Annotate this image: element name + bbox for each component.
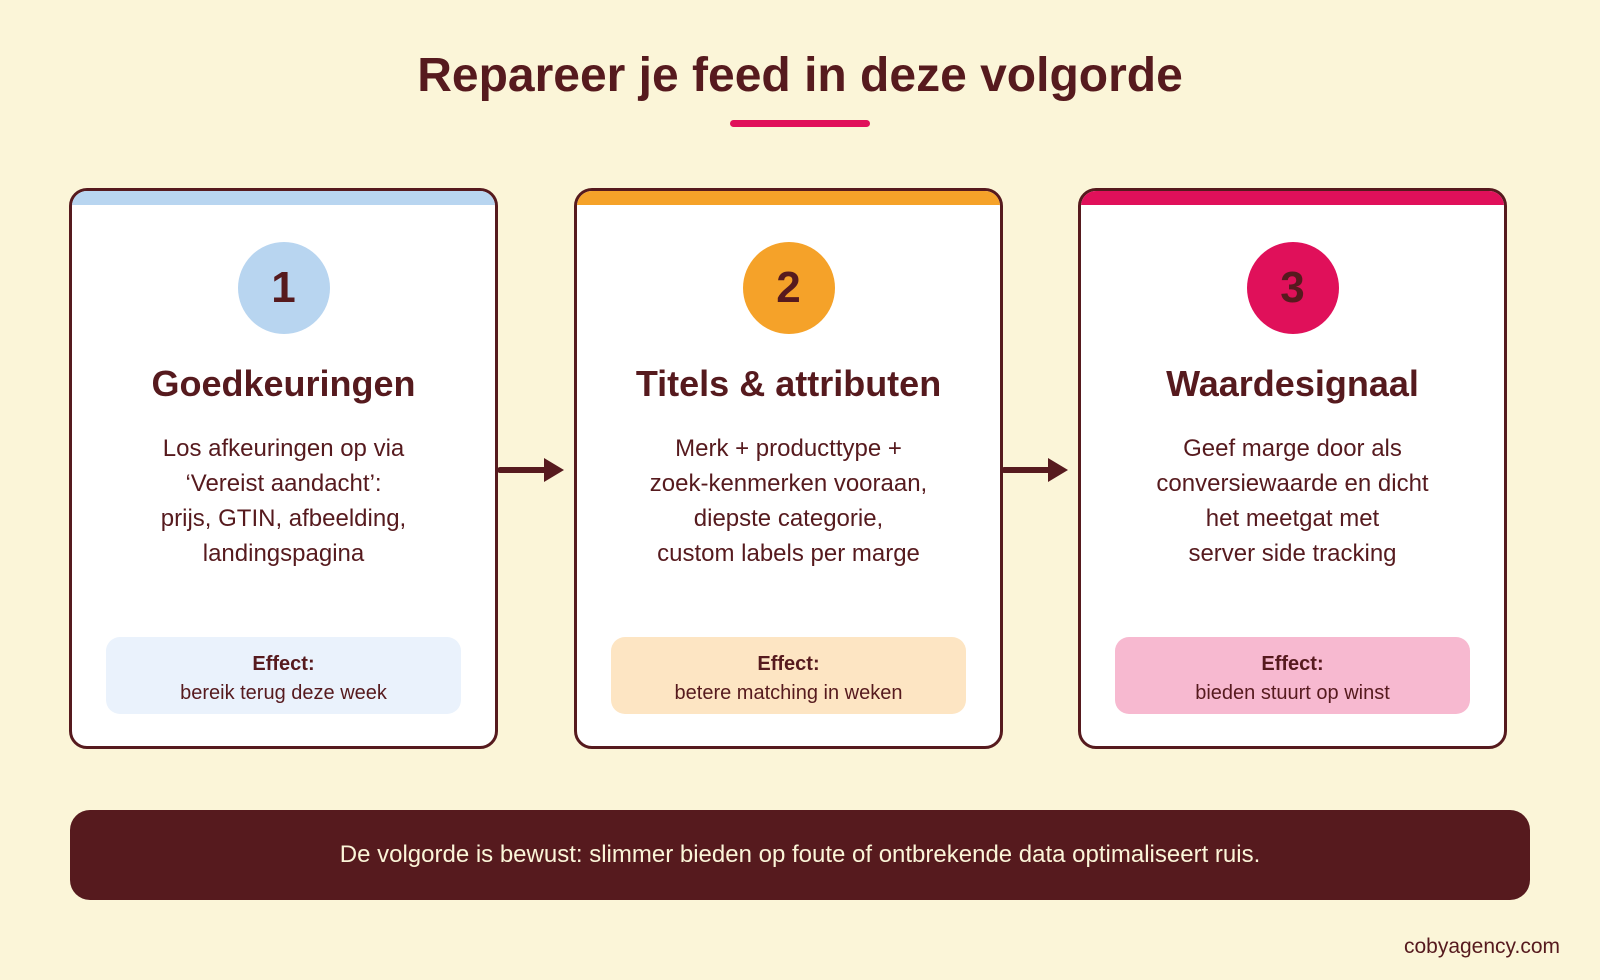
step-1-line: prijs, GTIN, afbeelding, [160,505,407,532]
step-3-effect-box: Effect: bieden stuurt op winst [1115,637,1470,714]
step-1-title: Goedkeuringen [151,363,416,404]
step-3-line: conversiewaarde en dicht [1156,470,1429,497]
step-2-line: custom labels per marge [657,540,920,567]
step-3-line: het meetgat met [1205,505,1380,532]
title-underline [730,120,870,127]
step-1-effect-text: bereik terug deze week [180,682,387,704]
step-2-effect-label: Effect: [757,653,820,675]
step-card-3: 3 Waardesignaal Geef marge door als conv… [1078,188,1507,749]
step-3-effect-label: Effect: [1261,653,1324,675]
step-1-color-bar [72,191,495,205]
step-1-description: Los afkeuringen op via ‘Vereist aandacht… [92,431,475,571]
step-2-title: Titels & attributen [635,363,942,404]
step-1-line: Los afkeuringen op via [162,435,405,462]
site-credit: cobyagency.com [1403,935,1560,958]
step-3-description: Geef marge door als conversiewaarde en d… [1101,431,1484,571]
step-3-line: Geef marge door als [1183,435,1402,462]
step-1-effect-label: Effect: [252,653,315,675]
step-2-description: Merk + producttype + zoek-kenmerken voor… [597,431,980,571]
step-2-line: diepste categorie, [693,505,884,532]
step-1-effect-box: Effect: bereik terug deze week [106,637,461,714]
step-2-color-bar [577,191,1000,205]
step-3-number-badge: 3 [1246,242,1339,334]
step-2-effect-text: betere matching in weken [674,682,903,704]
step-2-effect-box: Effect: betere matching in weken [611,637,966,714]
step-card-2: 2 Titels & attributen Merk + producttype… [574,188,1003,749]
step-2-line: Merk + producttype + [675,435,902,462]
step-card-1: 1 Goedkeuringen Los afkeuringen op via ‘… [69,188,498,749]
step-3-effect-text: bieden stuurt op winst [1195,682,1390,704]
step-3-title: Waardesignaal [1166,363,1419,404]
arrow-right-icon [1002,458,1068,482]
footer-text: De volgorde is bewust: slimmer bieden op… [339,841,1261,868]
arrow-right-icon [498,458,564,482]
step-1-line: landingspagina [202,540,365,567]
step-1-number-badge: 1 [237,242,330,334]
step-1-line: ‘Vereist aandacht’: [185,470,382,497]
step-3-color-bar [1081,191,1504,205]
page-title: Repareer je feed in deze volgorde [417,49,1183,102]
step-2-number-badge: 2 [742,242,835,334]
step-2-line: zoek-kenmerken vooraan, [649,470,928,497]
step-3-line: server side tracking [1188,540,1397,567]
footer-banner: De volgorde is bewust: slimmer bieden op… [70,810,1530,900]
